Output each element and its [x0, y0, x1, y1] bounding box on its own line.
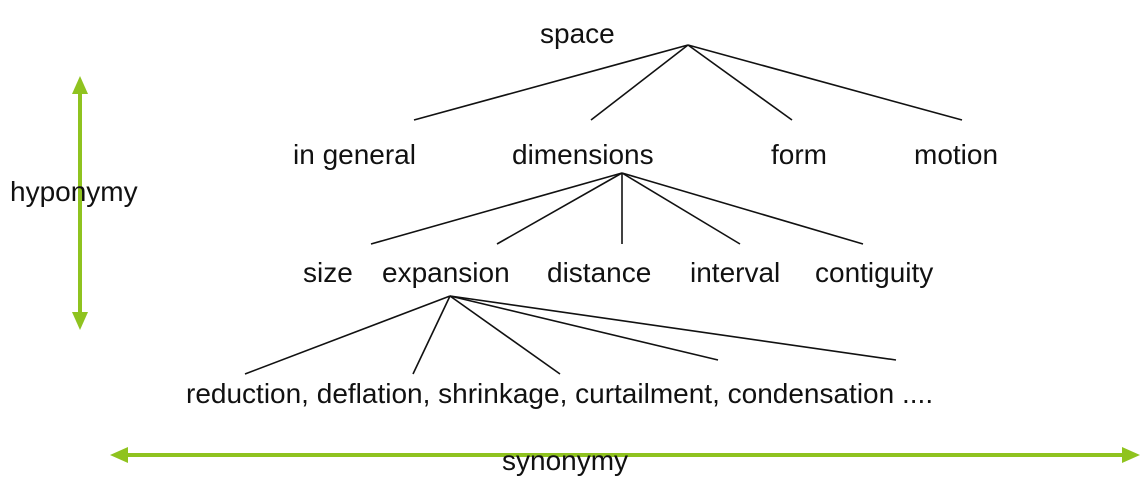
- hyponymy-axis: [72, 76, 88, 330]
- node-form: form: [771, 139, 827, 170]
- edge-expansion-shrinkage: [449, 295, 561, 375]
- node-size: size: [303, 257, 353, 288]
- node-dimensions: dimensions: [512, 139, 654, 170]
- edges-dimensions-to-level2: [370, 172, 864, 245]
- synonymy-arrow-left: [110, 447, 128, 463]
- node-expansion: expansion: [382, 257, 510, 288]
- edge-expansion-deflation: [412, 295, 451, 375]
- node-space: space: [540, 18, 615, 49]
- synonymy-axis: [110, 447, 1140, 463]
- edge-space-in-general: [413, 44, 689, 121]
- edge-space-motion: [687, 44, 963, 121]
- edge-expansion-reduction: [244, 295, 451, 375]
- edge-space-dimensions: [590, 44, 689, 121]
- node-contiguity: contiguity: [815, 257, 933, 288]
- edge-dimensions-expansion: [496, 172, 623, 245]
- node-synonym-list: reduction, deflation, shrinkage, curtail…: [186, 378, 933, 409]
- node-interval: interval: [690, 257, 780, 288]
- edge-expansion-condensation: [449, 295, 897, 361]
- node-motion: motion: [914, 139, 998, 170]
- edge-dimensions-contiguity: [621, 172, 864, 245]
- synonymy-label: synonymy: [502, 445, 628, 476]
- synonymy-arrow-right: [1122, 447, 1140, 463]
- edges-expansion-to-level3: [244, 295, 897, 375]
- edges-root-to-level1: [413, 44, 963, 121]
- edge-expansion-curtailment: [449, 295, 719, 361]
- node-distance: distance: [547, 257, 651, 288]
- hyponymy-arrow-up: [72, 76, 88, 94]
- hyponymy-label: hyponymy: [10, 176, 138, 207]
- hyponymy-arrow-down: [72, 312, 88, 330]
- edge-dimensions-size: [370, 172, 623, 245]
- node-in-general: in general: [293, 139, 416, 170]
- edge-dimensions-interval: [621, 172, 741, 245]
- edge-space-form: [687, 44, 793, 121]
